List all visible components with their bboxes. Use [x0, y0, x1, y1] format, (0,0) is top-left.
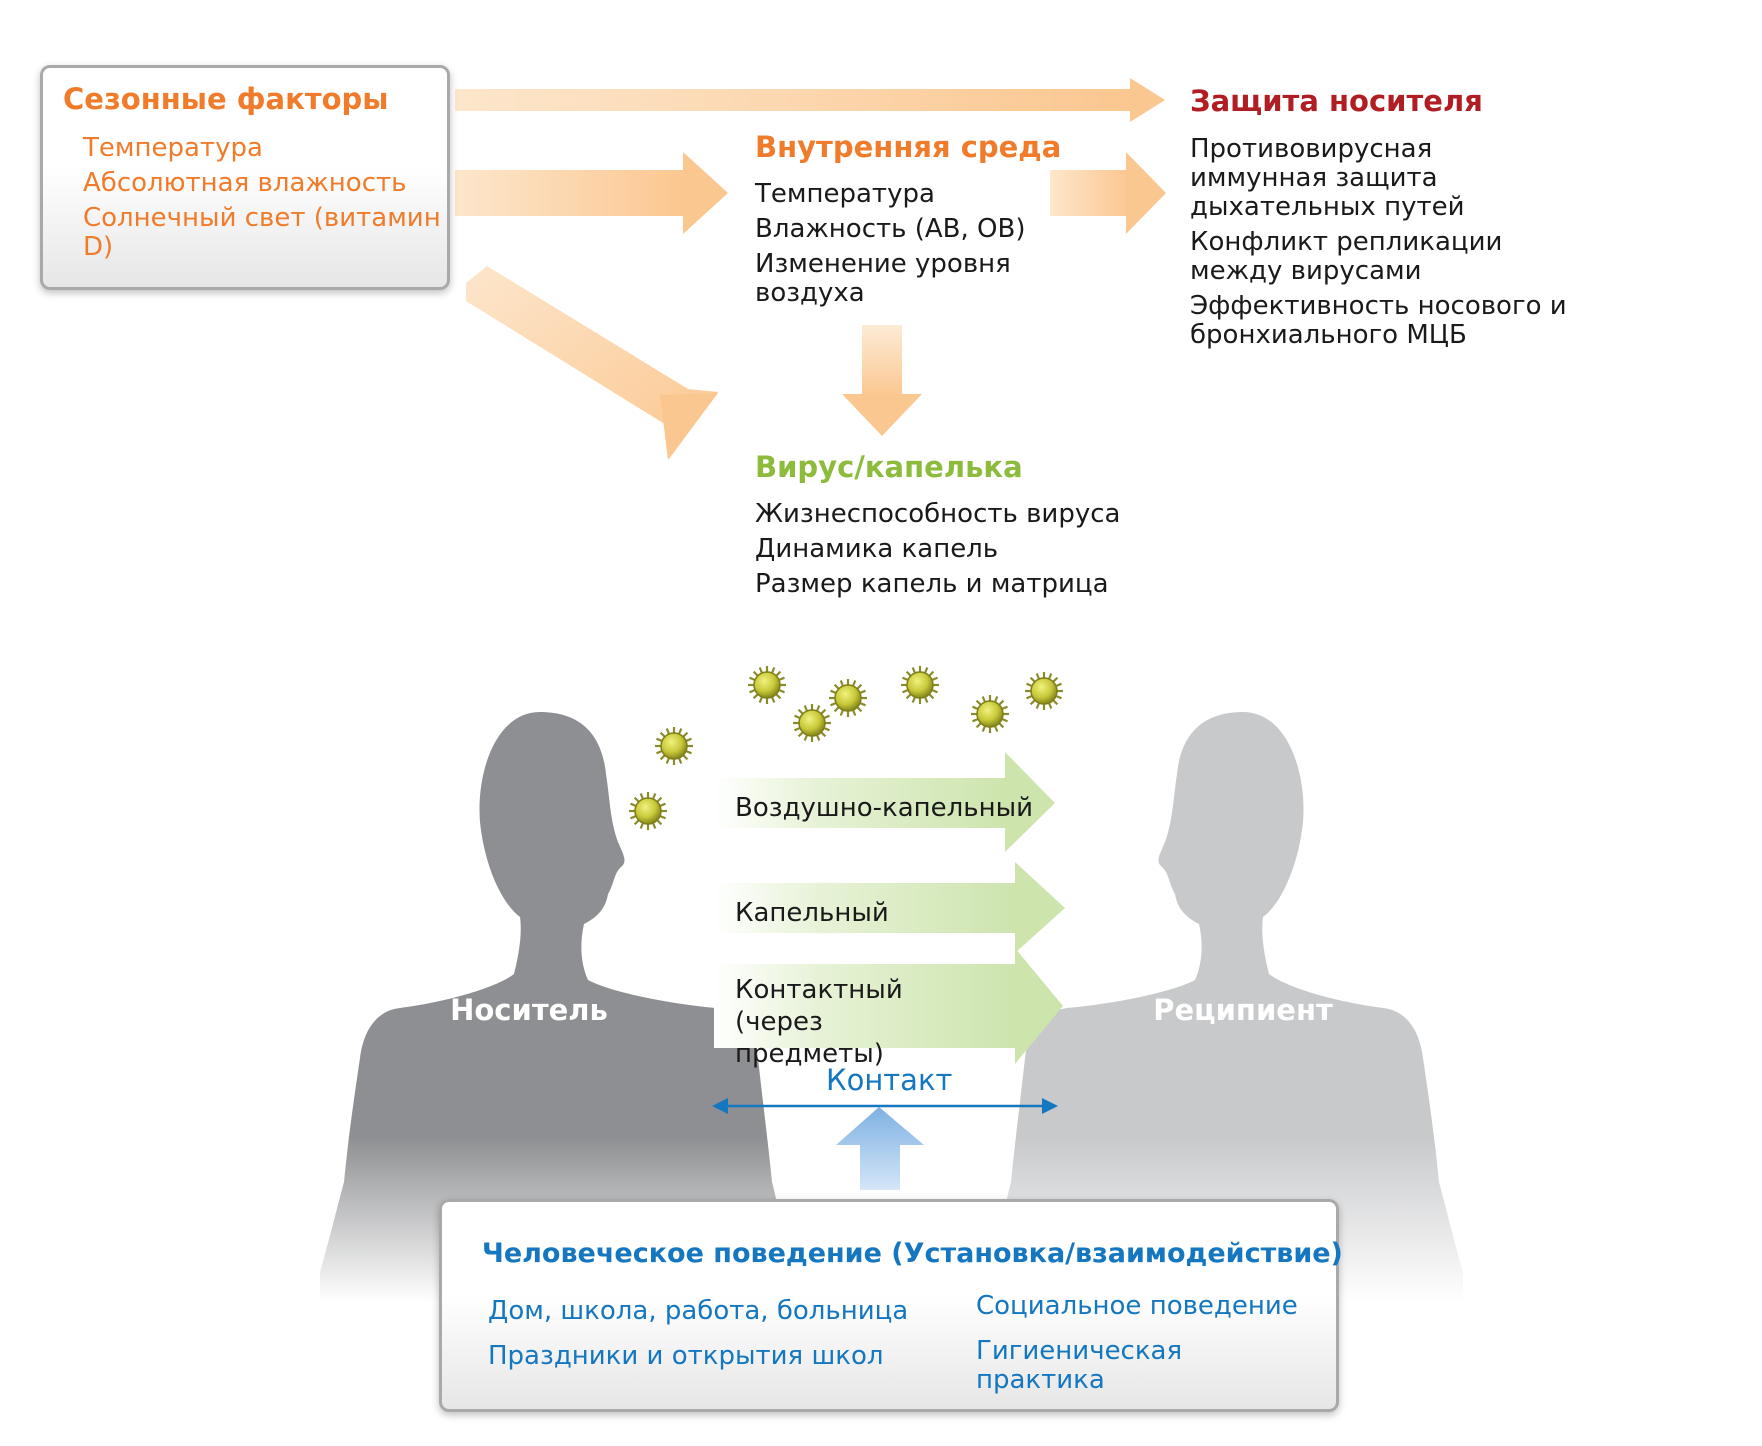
- internal-item: Влажность (АВ, ОВ): [755, 214, 1026, 244]
- internal-environment-title: Внутренняя среда: [755, 130, 1062, 164]
- behavior-up-arrow: [836, 1107, 924, 1190]
- carrier-label: Носитель: [450, 993, 608, 1027]
- arrow-seasonal-to-internal: [455, 152, 728, 234]
- route-arrow-contact: [714, 948, 1063, 1064]
- route-arrow-airborne: [714, 752, 1055, 852]
- behavior-item: Дом, школа, работа, больница: [488, 1296, 909, 1326]
- arrow-internal-to-virus: [842, 325, 922, 436]
- route-airborne-label: Воздушно-капельный: [735, 793, 1034, 823]
- host-protection-title: Защита носителя: [1190, 84, 1483, 118]
- seasonal-item: Температура: [83, 133, 263, 163]
- virus-item: Динамика капель: [755, 534, 999, 564]
- human-behavior-title: Человеческое поведение (Установка/взаимо…: [482, 1238, 1343, 1269]
- behavior-item: Социальное поведение: [976, 1291, 1298, 1321]
- arrow-seasonal-to-virus: [466, 266, 718, 460]
- route-contact-label: Контактный (через предметы): [735, 975, 903, 1069]
- contact-double-arrow: [712, 1098, 1058, 1114]
- contact-label: Контакт: [826, 1063, 953, 1097]
- internal-item: Изменение уровня воздуха: [755, 249, 1011, 308]
- host-protection-item: Эффективность носового и бронхиального М…: [1190, 291, 1567, 350]
- human-behavior-box: Человеческое поведение (Установка/взаимо…: [439, 1199, 1343, 1412]
- route-droplet-label: Капельный: [735, 898, 889, 928]
- seasonal-factors-box: Сезонные факторы Температура Абсолютная …: [40, 65, 450, 290]
- seasonal-factors-list: Температура Абсолютная влажность Солнечн…: [83, 134, 443, 268]
- behavior-left-list: Дом, школа, работа, больница Праздники и…: [488, 1297, 918, 1371]
- behavior-item: Праздники и открытия школ: [488, 1341, 884, 1371]
- arrow-internal-to-host: [1050, 152, 1166, 234]
- seasonal-item: Абсолютная влажность: [83, 168, 407, 198]
- host-protection-item: Противовирусная иммунная защита дыхатель…: [1190, 134, 1465, 222]
- behavior-right-list: Социальное поведение Гигиеническая практ…: [976, 1292, 1316, 1395]
- internal-item: Температура: [755, 179, 935, 209]
- behavior-item: Гигиеническая практика: [976, 1336, 1183, 1395]
- virus-item: Жизнеспособность вируса: [755, 499, 1121, 529]
- virus-item: Размер капель и матрица: [755, 569, 1109, 599]
- virus-droplet-list: Жизнеспособность вируса Динамика капель …: [755, 500, 1155, 605]
- internal-environment-list: Температура Влажность (АВ, ОВ) Изменение…: [755, 180, 1035, 314]
- seasonal-factors-title: Сезонные факторы: [63, 82, 389, 116]
- route-arrow-droplet: [714, 862, 1065, 953]
- seasonal-item: Солнечный свет (витамин D): [83, 203, 441, 262]
- host-protection-list: Противовирусная иммунная защита дыхатель…: [1190, 135, 1570, 356]
- virus-droplet-title: Вирус/капелька: [755, 450, 1023, 484]
- host-protection-item: Конфликт репликации между вирусами: [1190, 227, 1503, 286]
- arrow-seasonal-to-host: [455, 78, 1165, 122]
- recipient-label: Реципиент: [1153, 993, 1333, 1027]
